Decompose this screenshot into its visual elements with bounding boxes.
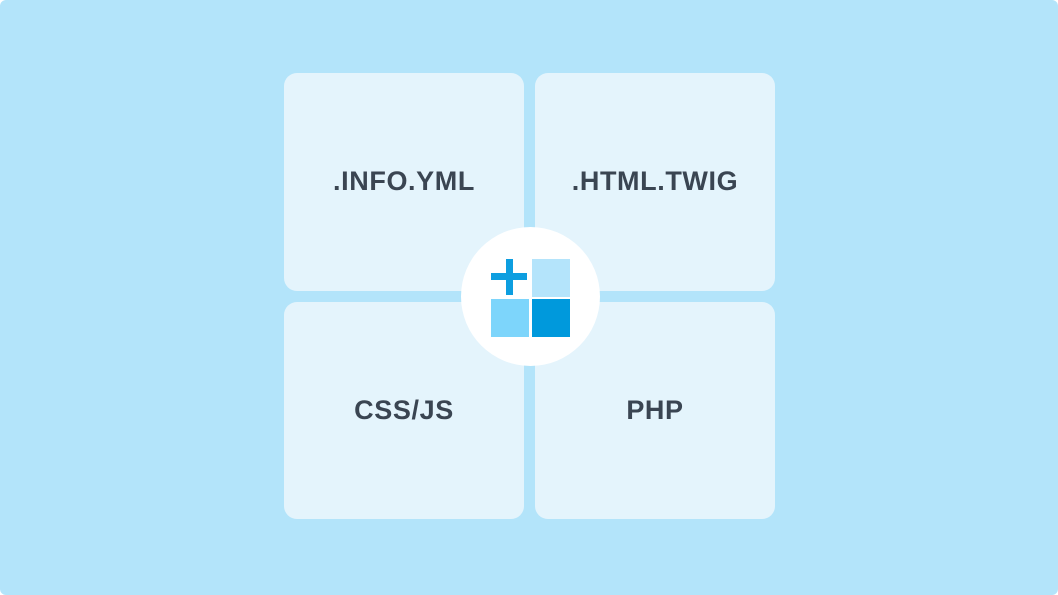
tile-label-php: PHP (626, 394, 684, 425)
square-bottom-left-icon (491, 298, 529, 337)
tile-info-yml[interactable]: .INFO.YML (284, 73, 524, 291)
plus-icon (491, 258, 527, 295)
center-badge (461, 227, 600, 366)
add-module-grid-icon (491, 258, 570, 337)
tile-label-css-js: CSS/JS (354, 394, 454, 425)
tile-css-js[interactable]: CSS/JS (284, 301, 524, 519)
plus-icon-horizontal-bar (491, 273, 527, 280)
tile-label-html-twig: .HTML.TWIG (571, 166, 739, 197)
tile-label-info-yml: .INFO.YML (333, 166, 475, 197)
square-top-right-icon (532, 258, 570, 297)
square-bottom-right-icon (532, 298, 570, 337)
